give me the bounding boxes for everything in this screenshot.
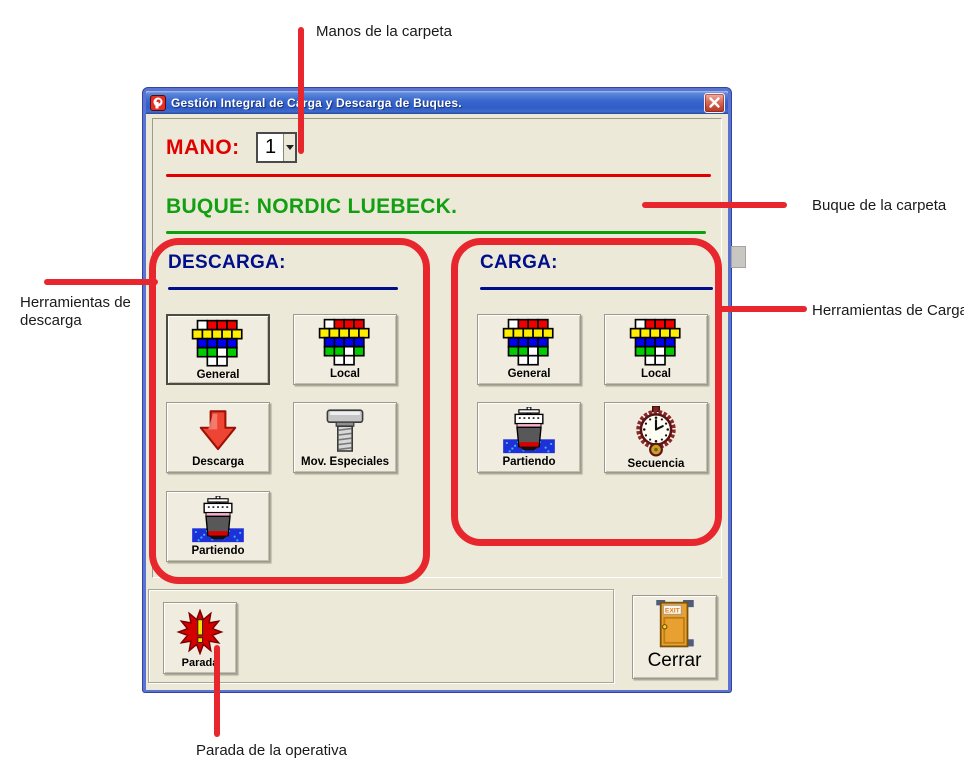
app-logo-icon [150, 95, 166, 111]
background-window-fragment [731, 246, 746, 268]
window-title: Gestión Integral de Carga y Descarga de … [171, 95, 462, 110]
carga-section-title: CARGA: [480, 252, 558, 273]
button-label: Secuencia [627, 458, 685, 470]
main-panel: MANO: 1 BUQUE: NORDIC LUEBECK. DESCARGA:… [152, 118, 722, 578]
cargo-plan-icon [189, 316, 247, 369]
mano-combobox[interactable]: 1 [256, 132, 297, 163]
descarga-descarga-button[interactable]: Descarga [166, 402, 270, 473]
cargo-plan-icon [316, 315, 374, 368]
button-label: Partiendo [502, 456, 556, 468]
mano-value: 1 [264, 136, 277, 158]
ship-icon [503, 403, 555, 456]
carga-underline [480, 287, 713, 290]
exit-door-icon [654, 596, 696, 650]
clock-icon [632, 403, 680, 458]
button-label: Local [329, 368, 361, 380]
bolt-icon [319, 403, 371, 456]
buque-label: BUQUE: NORDIC LUEBECK. [166, 195, 458, 218]
annotation-line-herramientas-descarga [44, 279, 158, 285]
parada-button[interactable]: Parada [163, 602, 237, 674]
close-button[interactable] [704, 92, 725, 113]
descarga-local-button[interactable]: Local [293, 314, 397, 385]
down-arrow-icon [191, 403, 245, 456]
descarga-general-button[interactable]: General [166, 314, 270, 385]
button-label: Local [640, 368, 672, 380]
carga-general-button[interactable]: General [477, 314, 581, 385]
button-label: Descarga [192, 456, 244, 468]
annotation-label-buque: Buque de la carpeta [812, 197, 947, 214]
combo-dropdown-arrow-icon[interactable] [283, 134, 295, 161]
footer-groupbox: Parada [148, 589, 614, 683]
green-divider [166, 231, 706, 234]
titlebar[interactable]: Gestión Integral de Carga y Descarga de … [146, 91, 728, 114]
button-label: Parada [181, 657, 219, 669]
ship-icon [192, 492, 244, 545]
carga-partiendo-button[interactable]: Partiendo [477, 402, 581, 473]
annotation-label-manos: Manos de la carpeta [316, 23, 452, 40]
button-label: Cerrar [647, 650, 702, 671]
mano-label: MANO: [166, 136, 240, 159]
descarga-mov-especiales-button[interactable]: Mov. Especiales [293, 402, 397, 473]
descarga-section-title: DESCARGA: [168, 252, 286, 273]
cerrar-button[interactable]: Cerrar [632, 595, 717, 679]
client-area: MANO: 1 BUQUE: NORDIC LUEBECK. DESCARGA:… [146, 114, 728, 690]
red-divider [166, 174, 711, 177]
close-x-icon [709, 97, 720, 108]
carga-local-button[interactable]: Local [604, 314, 708, 385]
descarga-partiendo-button[interactable]: Partiendo [166, 491, 270, 562]
annotation-label-parada: Parada de la operativa [196, 742, 347, 759]
descarga-underline [168, 287, 398, 290]
annotation-label-herramientas-carga: Herramientas de Carga [812, 302, 964, 319]
alert-burst-icon [176, 603, 224, 657]
button-label: Partiendo [191, 545, 245, 557]
cargo-plan-icon [500, 315, 558, 368]
button-label: General [196, 369, 240, 381]
carga-secuencia-button[interactable]: Secuencia [604, 402, 708, 473]
button-label: General [507, 368, 551, 380]
cargo-plan-icon [627, 315, 685, 368]
button-label: Mov. Especiales [301, 456, 389, 468]
dialog-window: Gestión Integral de Carga y Descarga de … [143, 88, 731, 692]
